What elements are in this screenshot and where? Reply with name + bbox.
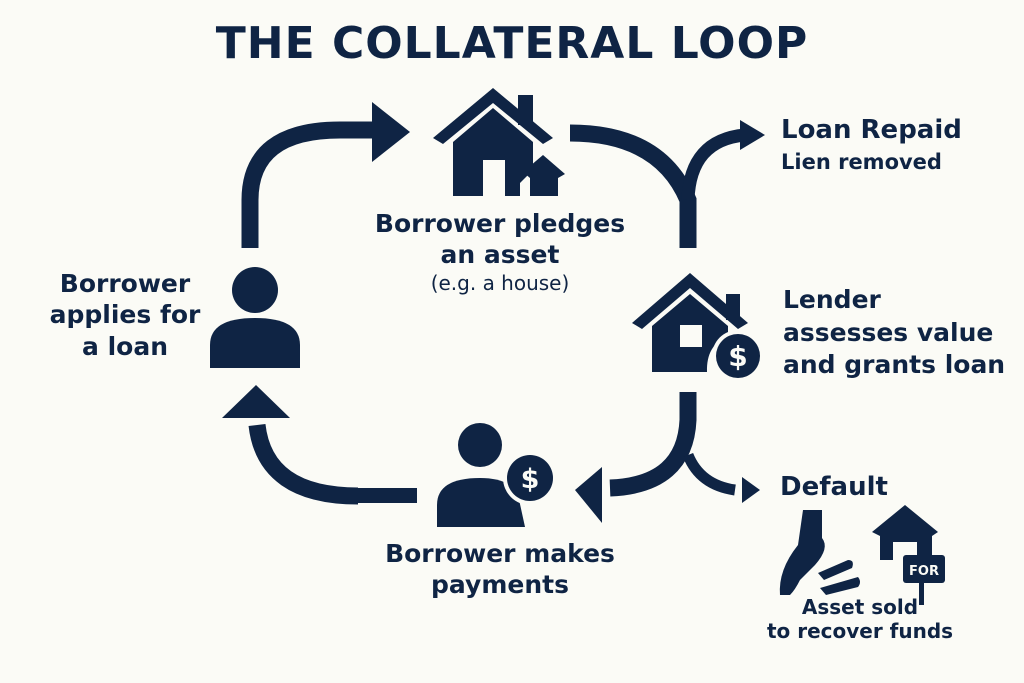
step-pledge-label: Borrower pledges an asset (e.g. a house) xyxy=(374,209,626,295)
outcome-repaid-title: Loan Repaid xyxy=(781,115,962,145)
hand-icon xyxy=(779,510,860,595)
step-lender-label: Lender assesses value and grants loan xyxy=(783,285,1006,379)
house-dollar-icon: $ xyxy=(632,273,764,382)
svg-text:$: $ xyxy=(521,464,540,495)
step-apply-label: Borrower applies for a loan xyxy=(49,269,201,361)
house-for-sale-icon: FOR xyxy=(872,505,945,605)
svg-text:$: $ xyxy=(728,340,747,373)
person-dollar-icon: $ xyxy=(437,423,557,527)
page-title: THE COLLATERAL LOOP xyxy=(215,18,809,69)
person-icon xyxy=(210,267,300,368)
house-with-small-house-icon xyxy=(433,88,565,196)
outcome-repaid-subtitle: Lien removed xyxy=(781,149,942,174)
arrow-payments-to-apply-icon xyxy=(222,385,417,505)
for-sale-sign-text: FOR xyxy=(909,564,939,579)
outcome-default-title: Default xyxy=(780,472,888,502)
arrow-pledge-to-lender-icon xyxy=(569,120,765,248)
outcome-default-description: Asset sold to recover funds xyxy=(766,595,954,643)
arrow-apply-to-pledge-icon xyxy=(241,102,410,248)
step-payments-label: Borrower makes payments xyxy=(385,539,615,600)
outcome-repaid-label: Loan Repaid Lien removed xyxy=(781,114,1021,175)
arrow-lender-to-payments-icon xyxy=(575,392,760,523)
